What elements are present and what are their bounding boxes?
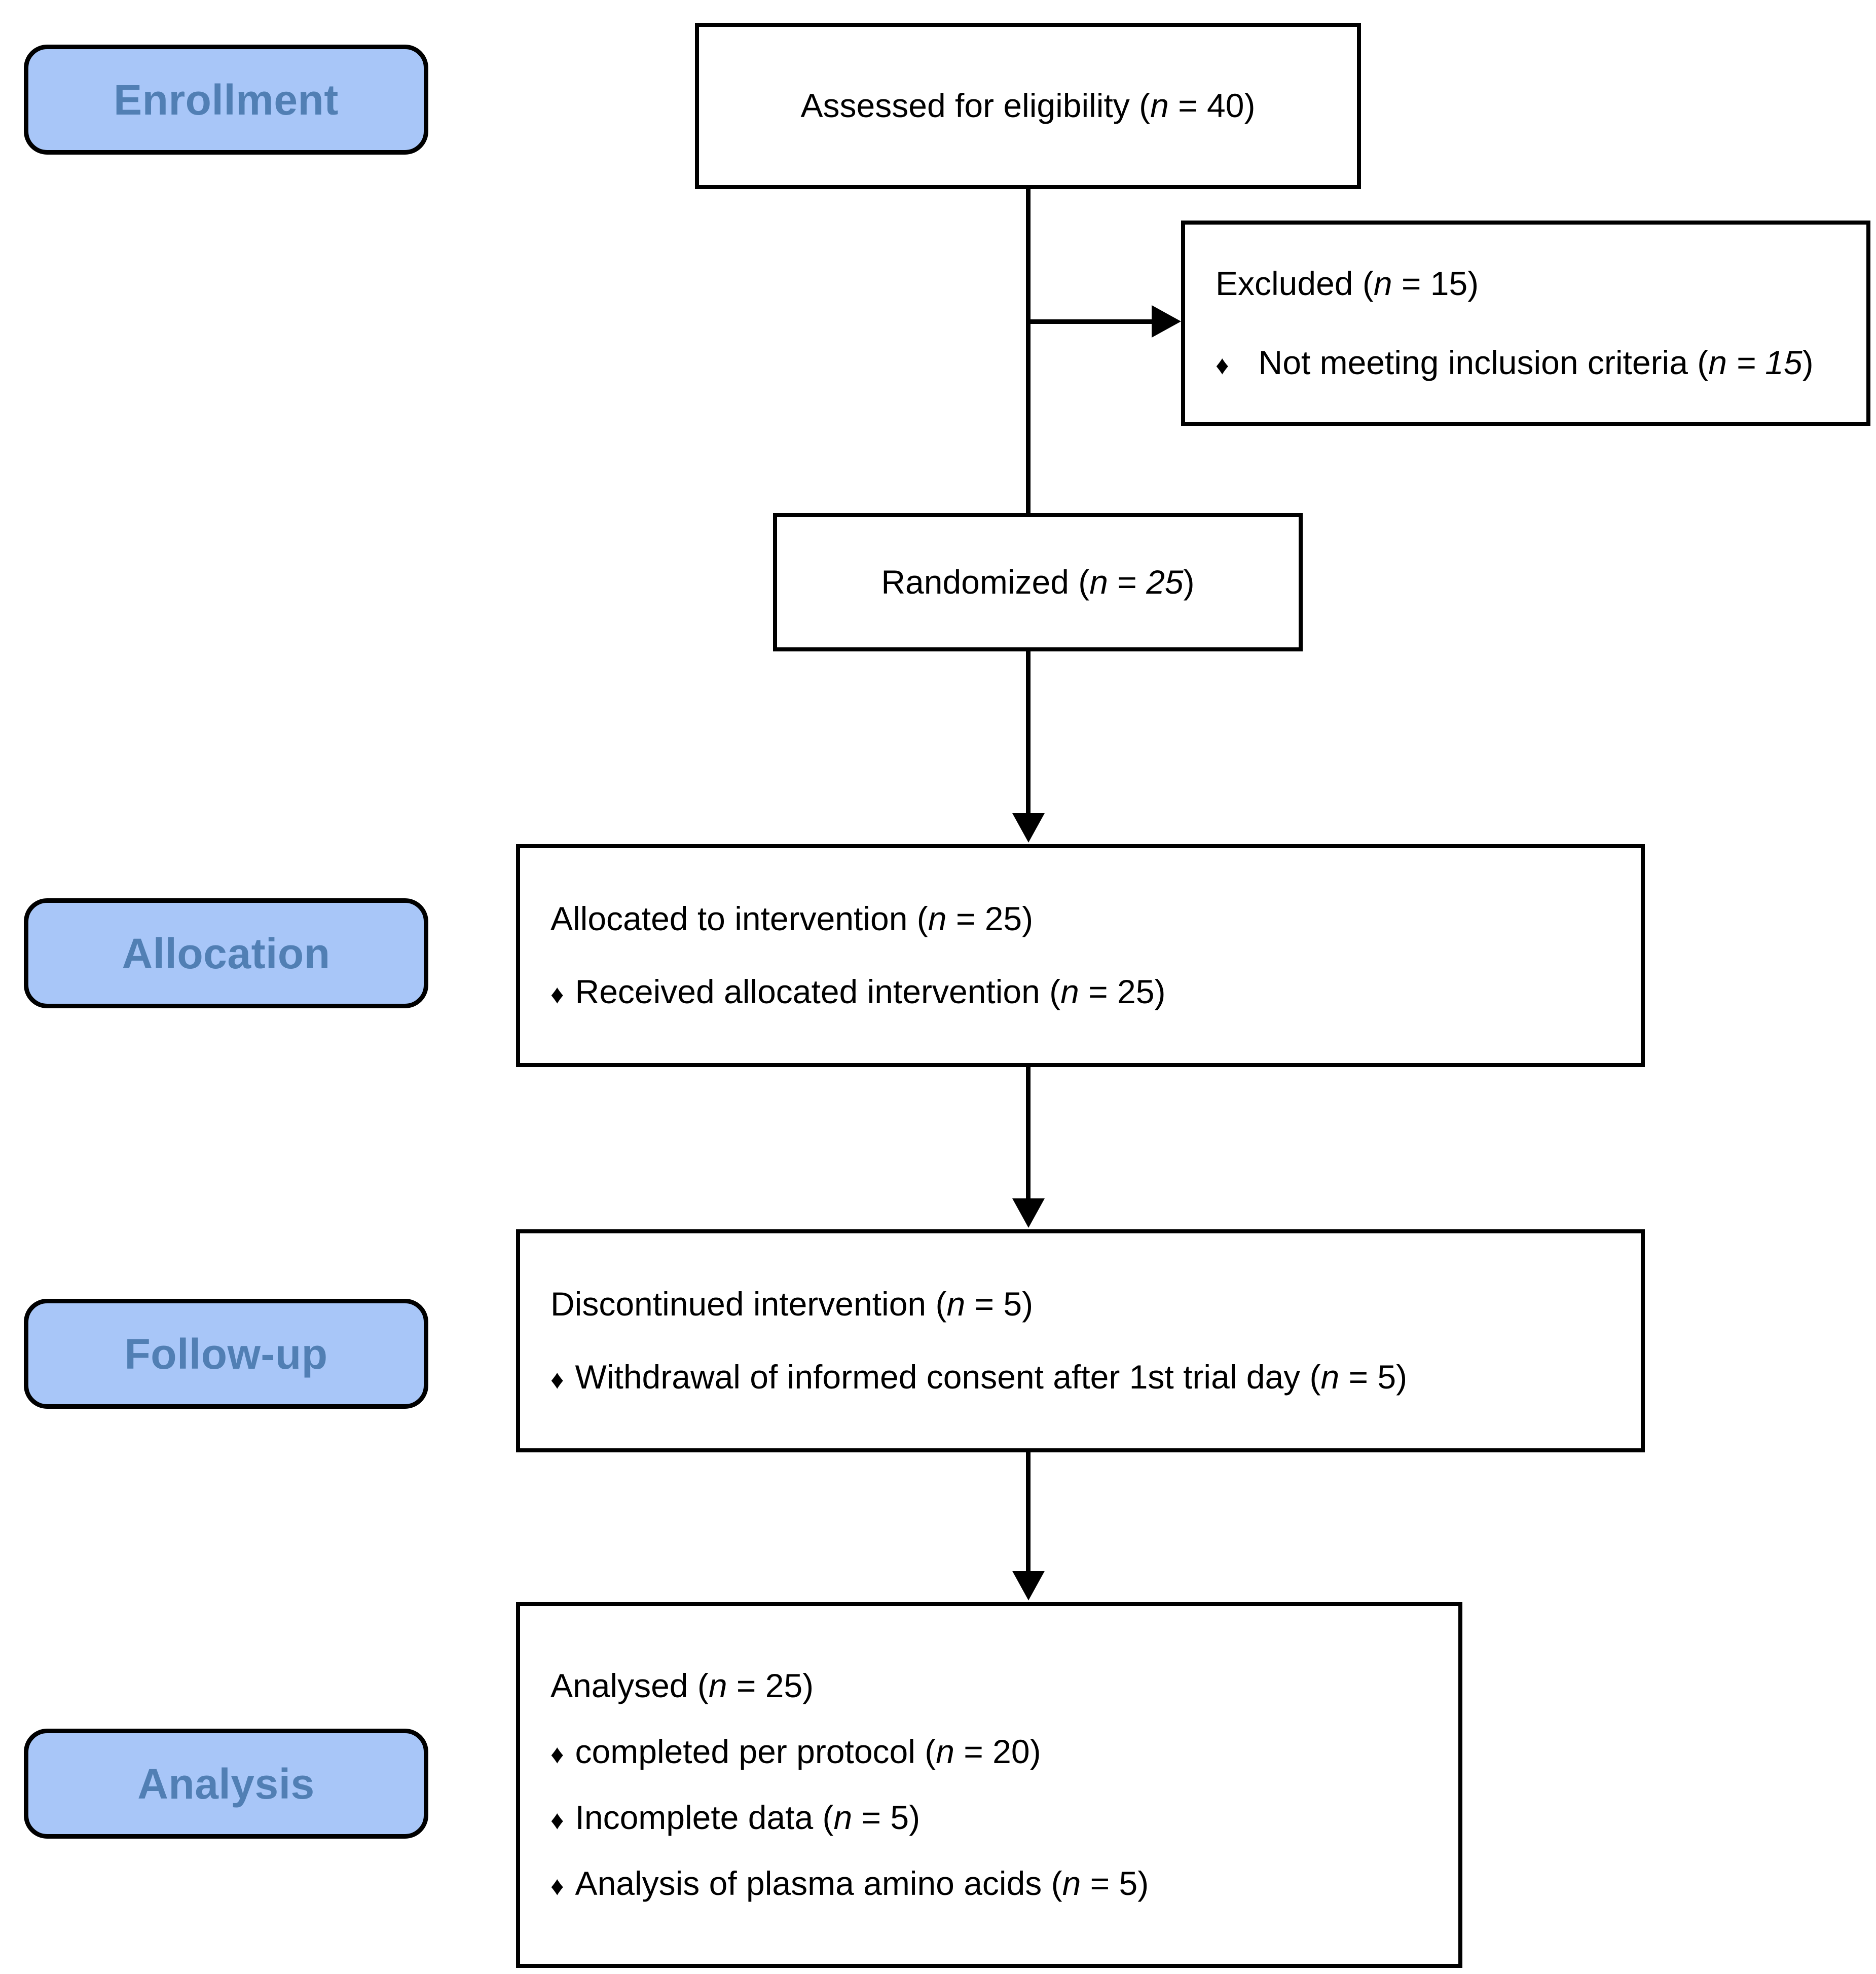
- discontinued-heading-post: = 5): [965, 1285, 1034, 1323]
- analysed-bullet-2-pre: Analysis of plasma amino acids (: [575, 1864, 1062, 1902]
- analysed-bullet-1-pre: Incomplete data (: [575, 1799, 834, 1836]
- connector-allocated-to-discontinued: [1026, 1065, 1031, 1201]
- allocated-bullet-0-post: = 25): [1079, 973, 1166, 1010]
- allocated-bullet-0-text: Received allocated intervention (n = 25): [575, 972, 1166, 1012]
- diamond-bullet-icon: ♦: [550, 980, 564, 1009]
- allocated-heading-pre: Allocated to intervention (: [550, 900, 928, 938]
- analysed-bullet-2-post: = 5): [1081, 1864, 1149, 1902]
- arrow-right-to-excluded: [1152, 305, 1181, 338]
- connector-assessed-to-randomized: [1026, 162, 1031, 517]
- arrow-down-to-discontinued: [1012, 1198, 1045, 1228]
- randomized-heading: Randomized (n = 25): [881, 563, 1194, 602]
- box-allocated-to-intervention: Allocated to intervention (n = 25) ♦ Rec…: [516, 844, 1645, 1067]
- excluded-bullet-0-n: n: [1708, 343, 1727, 381]
- analysed-bullet-1-post: = 5): [852, 1799, 921, 1836]
- phase-pill-enrollment: Enrollment: [24, 45, 428, 155]
- arrow-down-to-analysed: [1012, 1571, 1045, 1600]
- diamond-bullet-icon: ♦: [550, 1740, 564, 1770]
- excluded-bullet-0: ♦ Not meeting inclusion criteria (n = 15…: [1216, 343, 1851, 383]
- diamond-bullet-icon: ♦: [550, 1871, 564, 1901]
- analysed-bullet-1: ♦ Incomplete data (n = 5): [550, 1798, 1443, 1838]
- allocated-heading-post: = 25): [946, 900, 1034, 938]
- allocated-heading-n: n: [928, 900, 947, 938]
- analysed-heading-n: n: [708, 1667, 727, 1705]
- analysed-bullet-1-text: Incomplete data (n = 5): [575, 1798, 921, 1838]
- box-randomized: Randomized (n = 25): [773, 513, 1303, 651]
- spacer: [1216, 304, 1851, 343]
- randomized-heading-tail: ): [1183, 563, 1195, 601]
- phase-label-allocation: Allocation: [122, 929, 330, 977]
- analysed-bullet-0-post: = 20): [954, 1733, 1041, 1771]
- allocated-heading: Allocated to intervention (n = 25): [550, 899, 1626, 939]
- spacer: [550, 1706, 1443, 1732]
- discontinued-heading-n: n: [946, 1285, 966, 1323]
- diamond-bullet-icon: ♦: [1216, 350, 1229, 380]
- box-discontinued-intervention: Discontinued intervention (n = 5) ♦ With…: [516, 1229, 1645, 1452]
- excluded-bullet-0-text: Not meeting inclusion criteria (n = 15): [1259, 343, 1814, 383]
- analysed-heading-pre: Analysed (: [550, 1667, 709, 1705]
- excluded-heading-pre: Excluded (: [1216, 264, 1374, 302]
- discontinued-bullet-0-post: = 5): [1339, 1358, 1408, 1396]
- analysed-bullet-0: ♦ completed per protocol (n = 20): [550, 1732, 1443, 1772]
- analysed-bullet-0-text: completed per protocol (n = 20): [575, 1732, 1041, 1772]
- phase-pill-allocation: Allocation: [24, 898, 428, 1008]
- spacer: [550, 1838, 1443, 1864]
- discontinued-heading: Discontinued intervention (n = 5): [550, 1285, 1626, 1324]
- phase-pill-analysis: Analysis: [24, 1729, 428, 1839]
- box-excluded: Excluded (n = 15) ♦ Not meeting inclusio…: [1181, 221, 1870, 426]
- discontinued-bullet-0-text: Withdrawal of informed consent after 1st…: [575, 1358, 1408, 1397]
- box-assessed-for-eligibility: Assessed for eligibility (n = 40): [695, 23, 1361, 189]
- analysed-bullet-0-n: n: [936, 1733, 954, 1771]
- randomized-heading-n: n: [1089, 563, 1108, 601]
- excluded-heading-n: n: [1373, 264, 1392, 302]
- excluded-heading-post: = 15): [1392, 264, 1479, 302]
- randomized-heading-post: =: [1108, 563, 1147, 601]
- allocated-bullet-0: ♦ Received allocated intervention (n = 2…: [550, 972, 1626, 1012]
- randomized-heading-value: 25: [1146, 563, 1184, 601]
- phase-label-followup: Follow-up: [124, 1330, 328, 1378]
- assessed-heading-n: n: [1150, 87, 1169, 125]
- allocated-bullet-0-pre: Received allocated intervention (: [575, 973, 1061, 1010]
- phase-label-analysis: Analysis: [137, 1760, 315, 1808]
- diamond-bullet-icon: ♦: [550, 1365, 564, 1395]
- excluded-bullet-0-post: = 15: [1726, 343, 1803, 381]
- assessed-heading-post: = 40): [1168, 87, 1256, 125]
- excluded-bullet-0-tail: ): [1802, 343, 1814, 381]
- excluded-heading: Excluded (n = 15): [1216, 264, 1851, 304]
- assessed-heading: Assessed for eligibility (n = 40): [801, 86, 1256, 126]
- discontinued-bullet-0-n: n: [1320, 1358, 1340, 1396]
- analysed-bullet-2-text: Analysis of plasma amino acids (n = 5): [575, 1864, 1149, 1904]
- spacer: [550, 939, 1626, 972]
- analysed-bullet-0-pre: completed per protocol (: [575, 1733, 936, 1771]
- spacer: [550, 1324, 1626, 1358]
- discontinued-bullet-0: ♦ Withdrawal of informed consent after 1…: [550, 1358, 1626, 1397]
- assessed-heading-pre: Assessed for eligibility (: [800, 87, 1151, 125]
- allocated-bullet-0-n: n: [1060, 973, 1079, 1010]
- excluded-bullet-0-pre: Not meeting inclusion criteria (: [1258, 343, 1709, 381]
- diamond-bullet-icon: ♦: [550, 1806, 564, 1835]
- analysed-bullet-2-n: n: [1062, 1864, 1081, 1902]
- connector-trunk-to-excluded: [1026, 319, 1153, 324]
- connector-discontinued-to-analysed: [1026, 1450, 1031, 1574]
- phase-label-enrollment: Enrollment: [114, 76, 339, 124]
- randomized-heading-pre: Randomized (: [881, 563, 1090, 601]
- phase-pill-followup: Follow-up: [24, 1299, 428, 1409]
- spacer: [550, 1772, 1443, 1798]
- analysed-bullet-2: ♦ Analysis of plasma amino acids (n = 5): [550, 1864, 1443, 1904]
- discontinued-heading-pre: Discontinued intervention (: [550, 1285, 947, 1323]
- box-analysed: Analysed (n = 25) ♦ completed per protoc…: [516, 1602, 1462, 1968]
- discontinued-bullet-0-pre: Withdrawal of informed consent after 1st…: [575, 1358, 1321, 1396]
- connector-randomized-to-allocated: [1026, 649, 1031, 816]
- analysed-heading-post: = 25): [727, 1667, 814, 1705]
- arrow-down-to-allocated: [1012, 813, 1045, 843]
- analysed-bullet-1-n: n: [833, 1799, 853, 1836]
- analysed-heading: Analysed (n = 25): [550, 1666, 1443, 1706]
